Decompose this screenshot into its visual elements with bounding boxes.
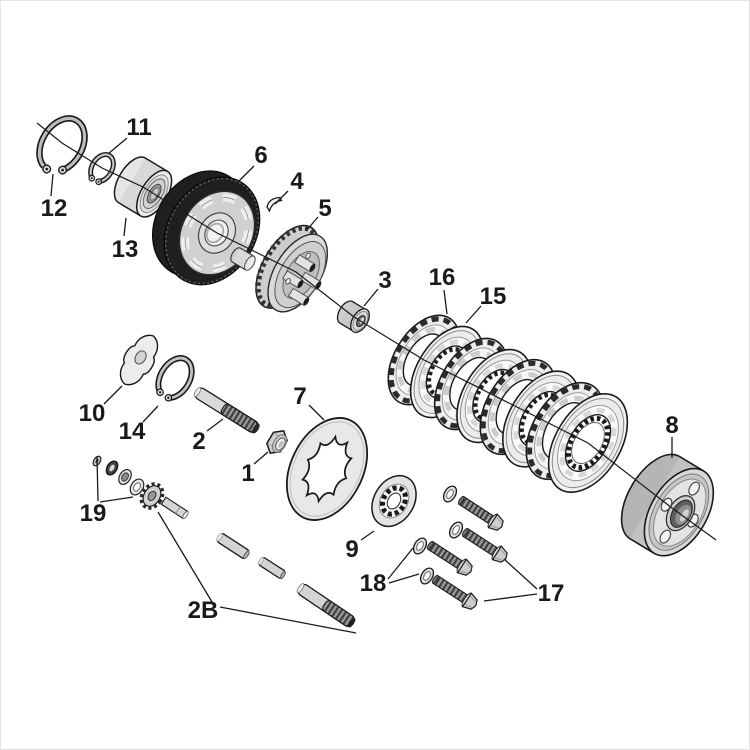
callout-7-label: 7 <box>293 383 306 410</box>
callout-5-leader <box>305 216 319 232</box>
part-2B-pin <box>216 532 250 560</box>
part-18-washer <box>448 521 464 539</box>
callout-18-label: 18 <box>360 570 387 597</box>
callout-16-label: 16 <box>429 264 456 291</box>
part-10-lock-plate <box>119 334 159 386</box>
callout-17-leader <box>503 558 538 590</box>
callout-13-leader <box>123 217 127 237</box>
callout-12-label: 12 <box>41 195 68 222</box>
leader-lines <box>50 137 673 634</box>
callout-13-label: 13 <box>112 236 139 263</box>
callout-2-leader <box>206 418 224 432</box>
part-17-bolt <box>431 574 478 610</box>
part-2B-stud <box>296 583 356 628</box>
callout-16-leader <box>443 289 448 315</box>
assembly-axis-line <box>36 122 717 541</box>
callout-7-leader <box>308 404 325 421</box>
callout-6-leader <box>237 165 255 183</box>
callout-17-leader <box>483 593 538 602</box>
callout-10-label: 10 <box>79 400 106 427</box>
part-17-bolt <box>461 527 508 563</box>
callout-19-leader <box>96 456 99 502</box>
callout-1-label: 1 <box>241 460 254 487</box>
callout-2B-label: 2B <box>188 597 219 624</box>
callout-19-leader <box>99 496 134 503</box>
callout-18-leader <box>387 547 414 580</box>
callout-6-label: 6 <box>254 142 267 169</box>
part-7-diaphragm-spring <box>286 417 368 521</box>
callout-4-leader <box>274 190 289 205</box>
part-2B-pin <box>258 556 286 580</box>
part-1-nut <box>265 430 289 454</box>
part-18-washer <box>442 485 458 503</box>
callout-18-leader <box>388 573 420 584</box>
callout-3-label: 3 <box>378 267 391 294</box>
callout-1-leader <box>253 451 269 465</box>
part-5-clutch-hub <box>255 224 329 313</box>
callout-2B-leader <box>219 606 357 634</box>
callout-19-label: 19 <box>80 500 107 527</box>
part-5-hub-sleeve <box>230 247 256 271</box>
callout-15-leader <box>465 305 482 324</box>
callout-15-label: 15 <box>480 283 507 310</box>
callout-3-leader <box>363 288 379 307</box>
part-17-bolt <box>426 540 473 576</box>
part-14-retaining-ring <box>155 355 195 402</box>
callout-9-label: 9 <box>345 536 358 563</box>
callout-10-leader <box>103 385 123 405</box>
callout-11-leader <box>107 137 128 155</box>
part-2-stud <box>193 386 260 434</box>
callout-8-label: 8 <box>665 412 678 439</box>
part-18-washer <box>412 537 428 555</box>
part-9-spring-washer <box>371 474 417 528</box>
callout-2-label: 2 <box>192 428 205 455</box>
callout-14-label: 14 <box>119 418 146 445</box>
part-12-large-retaining-ring <box>36 115 88 175</box>
callout-11-label: 11 <box>126 114 151 141</box>
callout-9-leader <box>360 530 375 541</box>
callout-17-label: 17 <box>538 580 565 607</box>
callout-4-label: 4 <box>290 168 304 195</box>
callout-14-leader <box>142 405 159 423</box>
callout-2B-leader <box>157 511 213 603</box>
part-17-bolt <box>457 495 504 531</box>
part-19-sprocket <box>139 482 165 510</box>
callout-5-label: 5 <box>318 195 331 222</box>
part-18-washer <box>419 567 435 585</box>
part-19-hardware-group <box>92 455 189 520</box>
part-19-shaft <box>160 496 189 520</box>
callout-12-leader <box>50 173 54 197</box>
